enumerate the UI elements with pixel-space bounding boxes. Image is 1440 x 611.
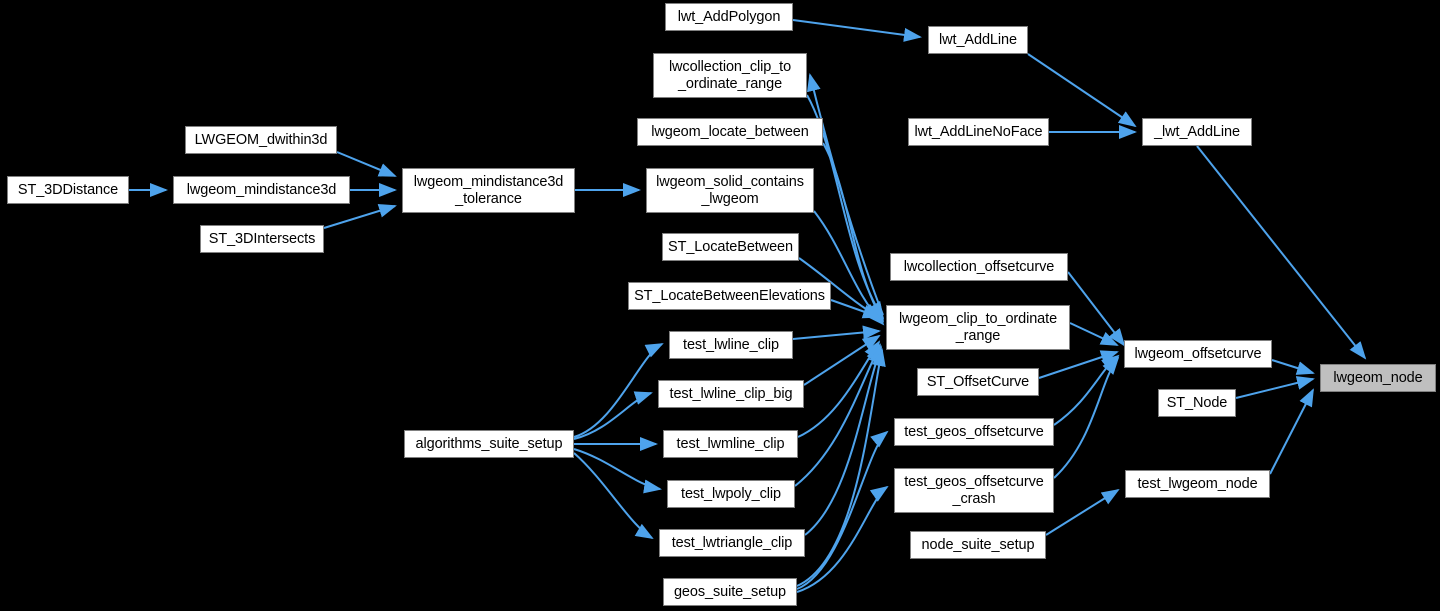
node-LWGEOM_dwithin3d[interactable]: LWGEOM_dwithin3d bbox=[185, 126, 337, 154]
node-lwgeom_offsetcurve[interactable]: lwgeom_offsetcurve bbox=[1124, 340, 1272, 368]
node-label: test_lwtriangle_clip bbox=[671, 534, 793, 551]
node-ST_LocateBetween[interactable]: ST_LocateBetween bbox=[662, 233, 799, 261]
node-lwcollection_offsetcurve[interactable]: lwcollection_offsetcurve bbox=[890, 253, 1068, 281]
node-label: test_geos_offsetcurve bbox=[904, 423, 1044, 440]
node-lwgeom_clip_to_ordinate_range[interactable]: lwgeom_clip_to_ordinate _range bbox=[886, 305, 1070, 350]
node-ST_Node[interactable]: ST_Node bbox=[1158, 389, 1236, 417]
node-lwgeom_solid_contains[interactable]: lwgeom_solid_contains _lwgeom bbox=[646, 168, 814, 213]
node-ST_3DIntersects[interactable]: ST_3DIntersects bbox=[200, 225, 324, 253]
node-label: node_suite_setup bbox=[921, 536, 1035, 553]
node-ST_3DDistance[interactable]: ST_3DDistance bbox=[7, 176, 129, 204]
node-label: lwgeom_solid_contains _lwgeom bbox=[656, 173, 804, 207]
node-label: algorithms_suite_setup bbox=[415, 435, 563, 452]
node-label: ST_OffsetCurve bbox=[926, 373, 1030, 390]
node-test_lwgeom_node[interactable]: test_lwgeom_node bbox=[1125, 470, 1270, 498]
node-node_suite_setup[interactable]: node_suite_setup bbox=[910, 531, 1046, 559]
node-test_lwline_clip_big[interactable]: test_lwline_clip_big bbox=[658, 380, 804, 408]
node-label: lwt_AddLineNoFace bbox=[914, 123, 1043, 140]
node-label: test_lwline_clip_big bbox=[669, 385, 793, 402]
node-label: ST_3DDistance bbox=[17, 181, 119, 198]
node-label: test_lwmline_clip bbox=[676, 435, 785, 452]
node-label: lwgeom_locate_between bbox=[651, 123, 809, 140]
node-lwt_AddPolygon[interactable]: lwt_AddPolygon bbox=[665, 3, 793, 31]
node-lwcollection_clip[interactable]: lwcollection_clip_to _ordinate_range bbox=[653, 53, 807, 98]
node-label: LWGEOM_dwithin3d bbox=[194, 131, 328, 148]
node-label: lwcollection_offsetcurve bbox=[903, 258, 1055, 275]
node-label: lwt_AddPolygon bbox=[677, 8, 781, 25]
node-label: _lwt_AddLine bbox=[1154, 123, 1240, 140]
node-label: lwt_AddLine bbox=[939, 31, 1017, 48]
node-label: lwcollection_clip_to _ordinate_range bbox=[668, 58, 792, 92]
node-label: ST_Node bbox=[1166, 394, 1228, 411]
node-label: ST_LocateBetweenElevations bbox=[634, 287, 825, 304]
node-test_lwline_clip[interactable]: test_lwline_clip bbox=[669, 331, 793, 359]
node-test_lwtriangle_clip[interactable]: test_lwtriangle_clip bbox=[659, 529, 805, 557]
node-ST_LocateBetweenElevations[interactable]: ST_LocateBetweenElevations bbox=[628, 282, 831, 310]
node-test_geos_offsetcurve_crash[interactable]: test_geos_offsetcurve _crash bbox=[894, 468, 1054, 513]
node-_lwt_AddLine[interactable]: _lwt_AddLine bbox=[1142, 118, 1252, 146]
node-test_geos_offsetcurve[interactable]: test_geos_offsetcurve bbox=[894, 418, 1054, 446]
node-lwgeom_mindistance3d[interactable]: lwgeom_mindistance3d bbox=[173, 176, 350, 204]
node-label: lwgeom_clip_to_ordinate _range bbox=[898, 310, 1058, 344]
node-ST_OffsetCurve[interactable]: ST_OffsetCurve bbox=[917, 368, 1039, 396]
node-label: lwgeom_mindistance3d bbox=[186, 181, 337, 198]
node-label: lwgeom_node bbox=[1333, 369, 1423, 386]
node-label: test_lwpoly_clip bbox=[681, 485, 781, 502]
node-algorithms_suite_setup[interactable]: algorithms_suite_setup bbox=[404, 430, 574, 458]
node-label: test_lwgeom_node bbox=[1137, 475, 1258, 492]
node-test_lwmline_clip[interactable]: test_lwmline_clip bbox=[663, 430, 798, 458]
node-test_lwpoly_clip[interactable]: test_lwpoly_clip bbox=[667, 480, 795, 508]
node-label: ST_LocateBetween bbox=[668, 238, 793, 255]
node-lwt_AddLine[interactable]: lwt_AddLine bbox=[928, 26, 1028, 54]
node-label: test_lwline_clip bbox=[683, 336, 779, 353]
node-lwgeom_node[interactable]: lwgeom_node bbox=[1320, 364, 1436, 392]
node-label: lwgeom_mindistance3d _tolerance bbox=[413, 173, 564, 207]
node-label: ST_3DIntersects bbox=[208, 230, 316, 247]
node-lwt_AddLineNoFace[interactable]: lwt_AddLineNoFace bbox=[908, 118, 1049, 146]
node-lwgeom_mindist3d_tol[interactable]: lwgeom_mindistance3d _tolerance bbox=[402, 168, 575, 213]
node-lwgeom_locate_between[interactable]: lwgeom_locate_between bbox=[637, 118, 823, 146]
node-label: lwgeom_offsetcurve bbox=[1134, 345, 1262, 362]
node-label: geos_suite_setup bbox=[673, 583, 787, 600]
node-geos_suite_setup[interactable]: geos_suite_setup bbox=[663, 578, 797, 606]
node-label: test_geos_offsetcurve _crash bbox=[904, 473, 1044, 507]
